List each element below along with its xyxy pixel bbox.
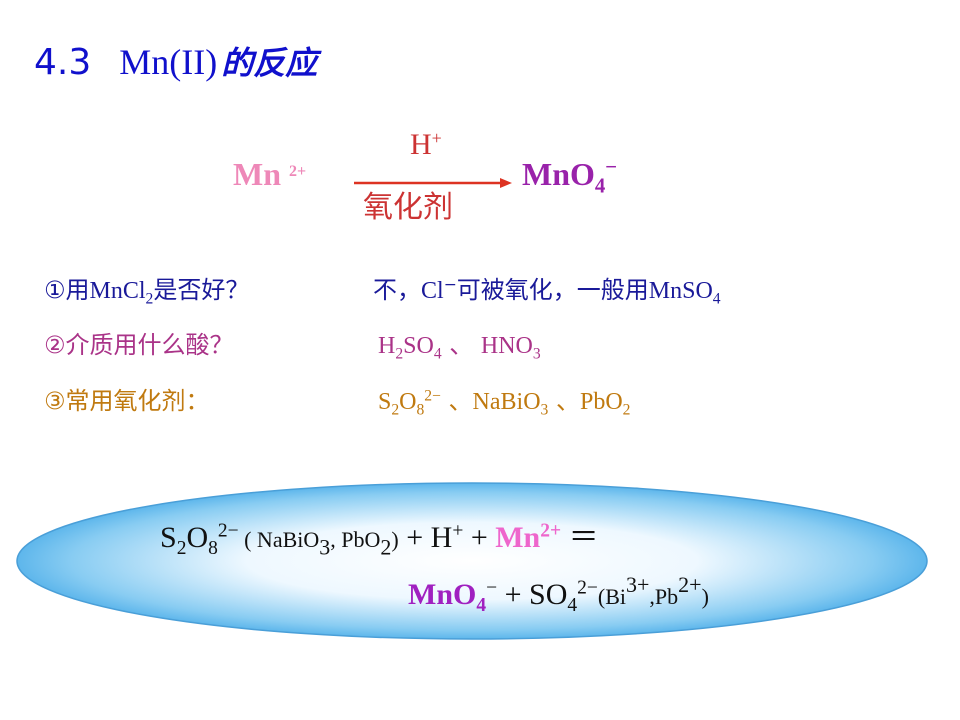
eq-o: O xyxy=(186,521,209,554)
answer-2: H2SO4 、 HNO3 xyxy=(378,325,541,363)
a3-o-sub: 8 xyxy=(416,401,425,419)
a3-s-sub: 2 xyxy=(391,401,400,419)
eq-o-sub: 8 xyxy=(208,537,218,559)
a3-sep2: 、 xyxy=(548,387,580,415)
question-3: ③常用氧化剂： xyxy=(44,387,210,415)
a3-pbo: PbO xyxy=(579,389,623,415)
eq-s-sub: 2 xyxy=(176,537,187,559)
eq-mn: Mn xyxy=(495,521,541,554)
eq-persulfate-charge: 2− xyxy=(217,520,239,542)
product-formula: MnO xyxy=(522,156,595,192)
equation-ellipse xyxy=(16,482,928,640)
a1-cl-charge: − xyxy=(443,275,457,294)
a3-sep1: 、 xyxy=(440,387,473,415)
eq-h-charge: + xyxy=(452,520,464,542)
a3-charge: 2− xyxy=(424,387,441,405)
equation-line-2: MnO4− + SO42−(Bi3+,Pb2+) xyxy=(408,573,709,615)
eq-mn-charge: 2+ xyxy=(540,520,562,542)
reactant-charge: 2+ xyxy=(289,163,307,181)
eq-mno-charge: − xyxy=(486,577,498,599)
product-sub: 4 xyxy=(594,174,606,198)
eq-plus-so: + SO xyxy=(497,578,568,611)
eq-mno-sub: 4 xyxy=(476,594,487,616)
reaction-arrow xyxy=(354,178,512,188)
a1-mid: 可被氧化，一般用 xyxy=(456,276,649,304)
a2-sep: 、 xyxy=(441,331,481,359)
eq-plus: + xyxy=(463,521,496,554)
condition-h: H xyxy=(410,128,432,161)
a3-nabio: NaBiO xyxy=(472,389,541,415)
eq-paren-open: ( NaBiO xyxy=(238,527,320,552)
product-mno4: MnO4− xyxy=(522,155,618,196)
reactant-symbol: Mn xyxy=(233,156,281,192)
eq-s: S xyxy=(160,521,177,554)
eq-paren-mid: , PbO xyxy=(330,527,381,552)
arrow-condition-top: H+ xyxy=(410,128,442,162)
title-formula: Mn(II) xyxy=(119,42,218,82)
a1-mnso: MnSO xyxy=(648,278,713,304)
q1-suffix: 是否好？ xyxy=(153,276,250,304)
a1-text: 不， xyxy=(373,276,421,304)
a3-o: O xyxy=(399,389,417,415)
eq-pb-charge: 2+ xyxy=(678,571,702,597)
a2-hno-sub: 3 xyxy=(532,345,541,363)
a1-cl: Cl xyxy=(421,278,444,304)
question-1: ①用MnCl2是否好？ xyxy=(44,270,250,308)
arrow-condition-bottom: 氧化剂 xyxy=(363,190,453,225)
eq-pb: ,Pb xyxy=(649,584,679,609)
a2-so: SO xyxy=(403,333,434,359)
eq-pbo-sub: 2 xyxy=(380,534,392,560)
a2-so-sub: 4 xyxy=(433,345,442,363)
eq-equals: ＝ xyxy=(561,521,599,554)
a2-hno: HNO xyxy=(480,333,533,359)
section-number: 4.3 xyxy=(34,42,92,83)
answer-1: 不，Cl−可被氧化，一般用MnSO4 xyxy=(373,270,721,308)
condition-h-charge: + xyxy=(431,128,442,149)
eq-nabio-sub: 3 xyxy=(319,534,331,560)
q1-formula: MnCl xyxy=(89,278,146,304)
eq-mno: MnO xyxy=(408,578,477,611)
eq-paren-close: ) xyxy=(391,527,399,552)
a1-mnso-sub: 4 xyxy=(712,290,721,308)
eq-bi-charge: 3+ xyxy=(626,571,650,597)
a3-nabio-sub: 3 xyxy=(540,401,549,419)
a3-pbo-sub: 2 xyxy=(622,401,631,419)
eq-so-charge: 2− xyxy=(577,577,598,599)
a3-s: S xyxy=(378,389,392,415)
answer-3: S2O82− 、NaBiO3 、PbO2 xyxy=(378,381,631,419)
eq-plus-h: + H xyxy=(398,521,453,554)
question-2: ②介质用什么酸？ xyxy=(44,331,234,359)
equation-line-1: S2O82− ( NaBiO3, PbO2) + H+ + Mn2+ ＝ xyxy=(160,512,599,559)
reactant-mn: Mn 2+ xyxy=(233,156,306,193)
q1-prefix: ①用 xyxy=(44,276,90,304)
eq-close: ) xyxy=(701,584,709,609)
q1-sub: 2 xyxy=(145,290,154,308)
a2-h: H xyxy=(378,333,396,359)
title-text: 的反应 xyxy=(221,44,318,82)
product-charge: − xyxy=(605,155,618,179)
eq-bi: (Bi xyxy=(597,584,626,609)
eq-so-sub: 4 xyxy=(567,594,578,616)
page-title: 4.3 Mn(II)的反应 xyxy=(34,38,317,84)
a2-h-sub: 2 xyxy=(395,345,404,363)
